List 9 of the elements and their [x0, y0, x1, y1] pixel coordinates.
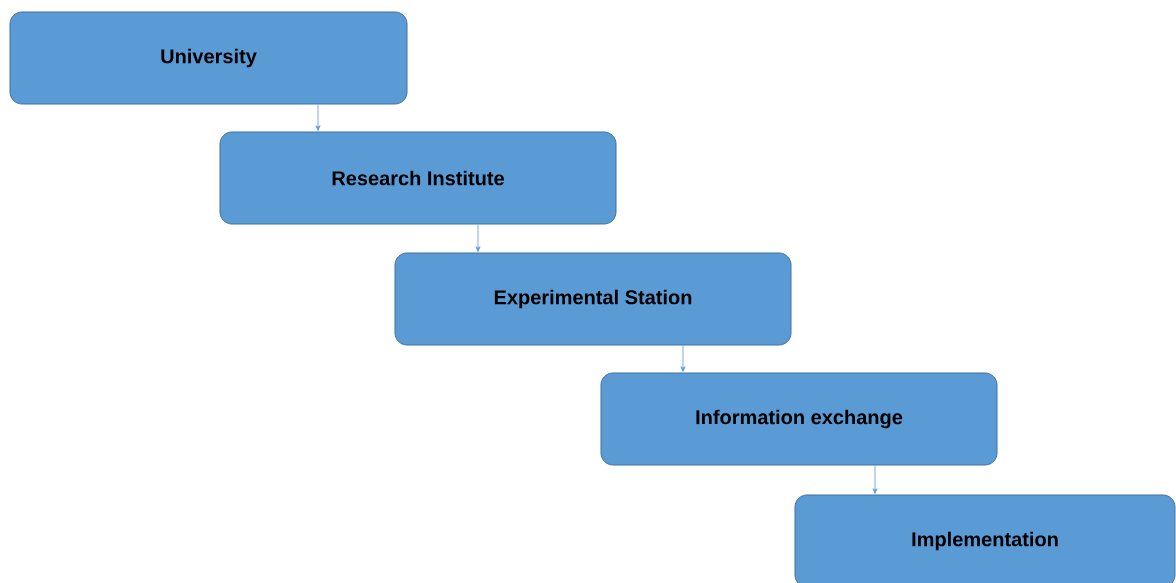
arrow	[475, 224, 481, 252]
arrow	[872, 465, 878, 494]
process-box: Implementation	[794, 494, 1176, 583]
process-box: Research Institute	[219, 131, 617, 225]
arrow	[315, 104, 321, 131]
process-box: Experimental Station	[394, 252, 792, 346]
process-box: Information exchange	[600, 372, 998, 466]
arrow	[680, 345, 686, 372]
process-box: University	[9, 11, 408, 105]
